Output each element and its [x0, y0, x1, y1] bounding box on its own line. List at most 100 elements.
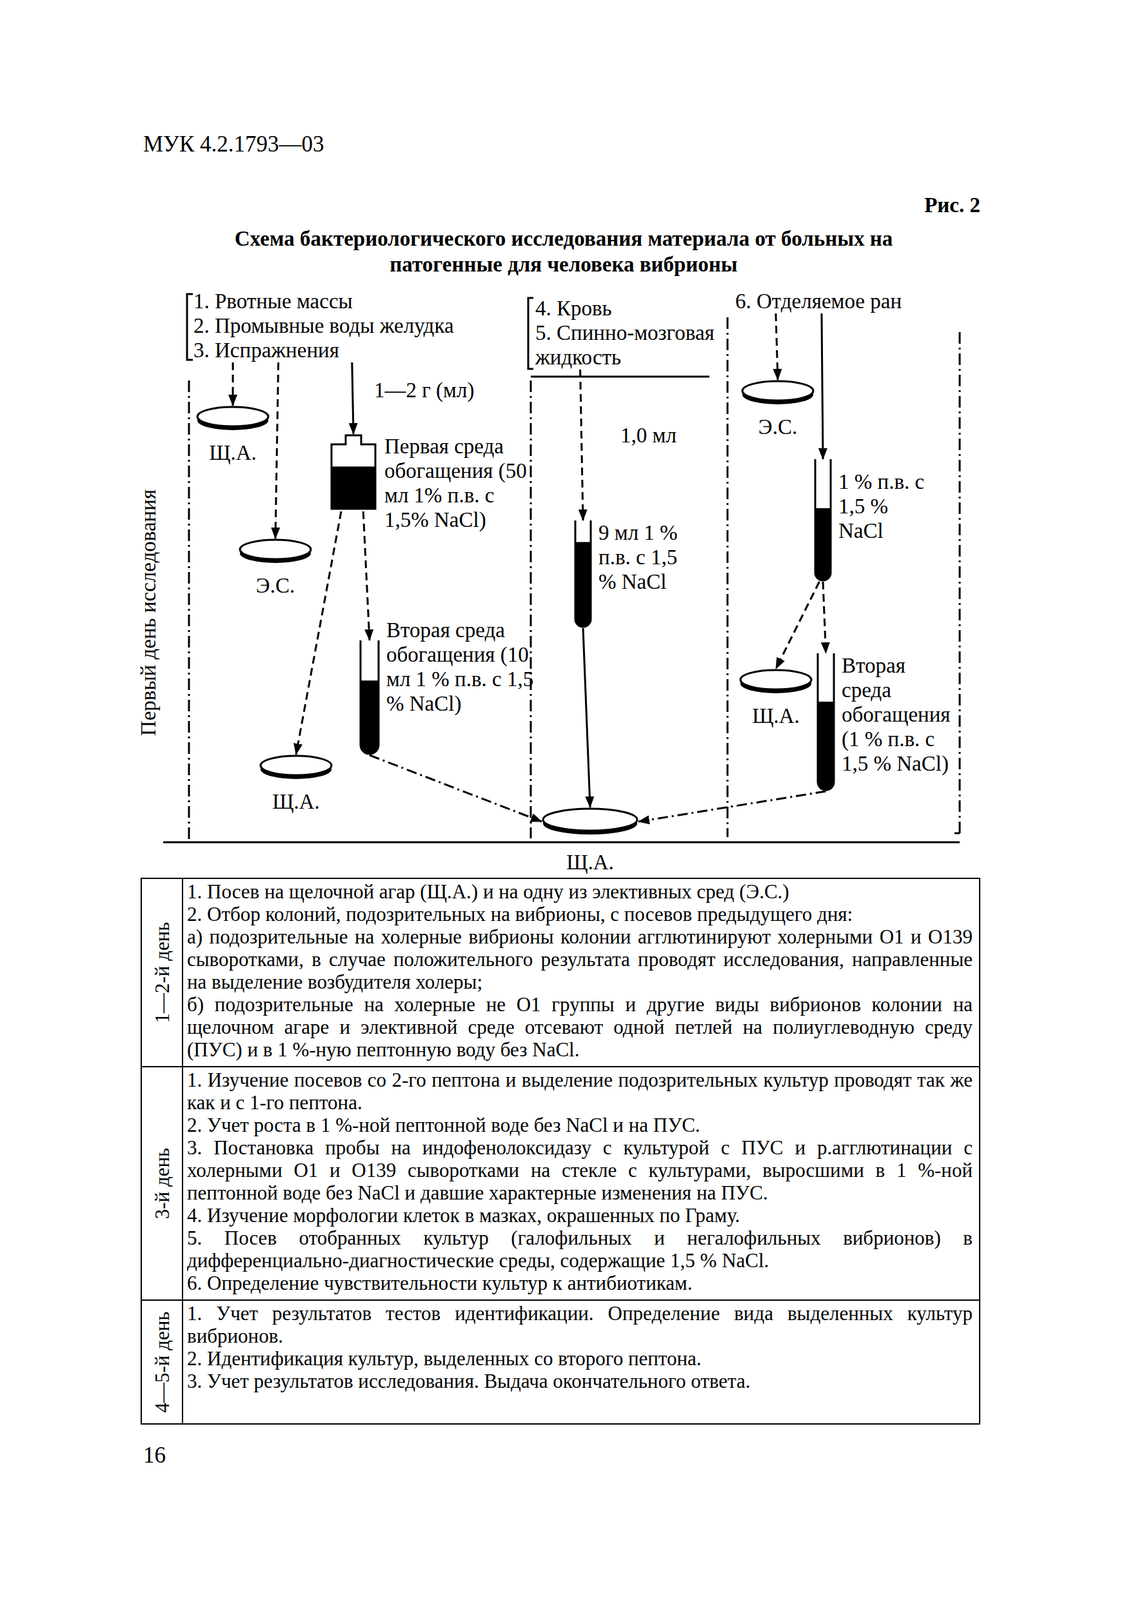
underline	[530, 376, 710, 378]
source-text: 3. Испражнения	[193, 337, 497, 363]
dish-lid	[260, 755, 332, 776]
step-text: 4. Изучение морфологии клеток в мазках, …	[187, 1204, 973, 1227]
specimen-source: 1. Рвотные массы2. Промывные воды желудк…	[193, 288, 497, 363]
tube-medium	[817, 701, 834, 791]
bracket	[954, 832, 960, 835]
separator-line	[959, 332, 961, 834]
vessel	[573, 520, 593, 629]
plate-label: Щ.А.	[752, 703, 800, 729]
bracket	[528, 297, 534, 369]
flow-arrow	[580, 369, 584, 521]
step-text: б) подозрительные на холерные не O1 груп…	[187, 993, 973, 1061]
flow-arrow	[275, 362, 279, 539]
step-text: 6. Определение чувствительности культур …	[187, 1271, 973, 1295]
flask-medium	[331, 466, 376, 509]
vessel	[359, 640, 380, 756]
document-code: МУК 4.2.1793—03	[143, 130, 325, 159]
flow-arrow	[775, 581, 820, 669]
day-label: 3-й день	[150, 1147, 174, 1219]
medium-text-box: Первая среда обогащения (50 мл 1% п.в. с…	[384, 434, 530, 533]
medium-text: 9 мл 1 % п.в. с 1,5 % NaCl	[598, 520, 689, 594]
source-text: 5. Спинно-мозговая жидкость	[535, 320, 723, 370]
tube-outline	[575, 520, 591, 627]
tube-medium	[575, 541, 591, 627]
petri-dish	[741, 379, 815, 406]
culture-plate: Щ.А.	[739, 668, 813, 729]
tube-medium: 9 мл 1 % п.в. с 1,5 % NaCl	[573, 520, 689, 629]
tube-medium: Вторая среда обогащения (1 % п.в. с 1,5 …	[816, 653, 952, 792]
separator-line	[188, 380, 191, 843]
vessel	[328, 434, 378, 512]
bracket	[187, 294, 193, 360]
day-label: 4—5-й день	[150, 1311, 174, 1414]
source-text: 6. Отделяемое ран	[735, 288, 955, 314]
vessel	[816, 653, 836, 792]
culture-plate: Э.С.	[238, 538, 313, 598]
dish-lid	[197, 406, 269, 427]
side-label: Первый день исследования	[136, 489, 161, 736]
step-text: 2. Идентификация культур, выделенных со …	[187, 1347, 973, 1370]
tube-medium	[360, 680, 379, 754]
tube-medium: Вторая среда обогащения (10 мл 1 % п.в. …	[359, 617, 538, 756]
flow-arrow	[822, 581, 827, 654]
petri-dish	[739, 668, 813, 695]
volume-label: 1,0 мл	[619, 423, 678, 448]
dish-lid	[740, 670, 812, 690]
day-cell: 1—2-й день	[141, 879, 184, 1067]
medium-text: 1 % п.в. с 1,5 % NaCl	[838, 469, 926, 544]
petri-dish	[541, 807, 639, 836]
medium-text-box: 9 мл 1 % п.в. с 1,5 % NaCl	[598, 520, 689, 594]
flow-arrow	[821, 313, 823, 460]
flow-arrow	[775, 313, 778, 380]
medium-text: Первая среда обогащения (50 мл 1% п.в. с…	[384, 434, 530, 533]
step-text: 1. Учет результатов тестов идентификации…	[187, 1302, 973, 1348]
specimen-source: 6. Отделяемое ран	[735, 288, 955, 314]
plate-label: Щ.А.	[272, 789, 320, 814]
culture-plate: Щ.А.	[196, 405, 270, 466]
culture-plate: Щ.А.	[541, 807, 639, 875]
plate-label: Щ.А.	[566, 850, 614, 875]
source-text: 4. Кровь	[535, 296, 723, 321]
medium-text-box: Вторая среда обогащения (1 % п.в. с 1,5 …	[841, 653, 952, 776]
flask-neck	[331, 435, 376, 509]
volume-label: 1—2 г (мл)	[372, 377, 476, 403]
table-row: 3-й день 1. Изучение посевов со 2-го пепт…	[141, 1066, 980, 1300]
test-tube	[573, 520, 593, 629]
enrichment-flask: Первая среда обогащения (50 мл 1% п.в. с…	[328, 434, 530, 533]
plate-label: Щ.А.	[208, 440, 257, 466]
separator-line	[530, 380, 533, 839]
medium-text-box: 1 % п.в. с 1,5 % NaCl	[838, 469, 926, 544]
table-row: 4—5-й день 1. Учет результатов тестов иде…	[141, 1299, 980, 1424]
dish-lid	[543, 808, 638, 831]
step-text: 1. Изучение посевов со 2-го пептона и вы…	[187, 1068, 973, 1114]
dish-lid	[239, 539, 311, 560]
baseline	[163, 841, 960, 844]
flow-arrow	[363, 511, 370, 641]
vessel	[813, 459, 832, 582]
flow-arrow	[369, 755, 542, 822]
petri-dish	[259, 754, 333, 781]
tube-medium: 1 % п.в. с 1,5 % NaCl	[813, 459, 926, 582]
medium-text: Вторая среда обогащения (10 мл 1 % п.в. …	[386, 617, 538, 716]
tube-outline	[817, 653, 834, 791]
step-cell: 1. Учет результатов тестов идентификации…	[183, 1300, 980, 1424]
step-cell: 1. Изучение посевов со 2-го пептона и вы…	[183, 1067, 980, 1300]
plate-label: Э.С.	[758, 414, 798, 440]
day-cell: 3-й день	[141, 1067, 184, 1300]
dish-lid	[742, 381, 814, 401]
table-row: 1—2-й день 1. Посев на щелочной агар (Щ.А…	[141, 879, 980, 1067]
culture-plate: Э.С.	[741, 379, 815, 440]
test-tube	[359, 640, 380, 756]
page-number: 16	[143, 1442, 166, 1470]
plate-label: Э.С.	[256, 573, 295, 598]
day-label: 1—2-й день	[150, 922, 174, 1024]
step-text: 2. Отбор колоний, подозрительных на вибр…	[187, 902, 973, 926]
source-text: 2. Промывные воды желудка	[193, 313, 497, 338]
step-text: а) подозрительные на холерные вибрионы к…	[187, 925, 973, 994]
schedule-table: 1—2-й день 1. Посев на щелочной агар (Щ.А…	[140, 877, 981, 1425]
medium-text: Вторая среда обогащения (1 % п.в. с 1,5 …	[841, 653, 952, 776]
tube-medium	[815, 508, 831, 581]
step-text: 3. Учет результатов исследования. Выдача…	[187, 1369, 973, 1393]
medium-text-box: Вторая среда обогащения (10 мл 1 % п.в. …	[386, 617, 538, 716]
step-cell: 1. Посев на щелочной агар (Щ.А.) и на од…	[183, 879, 980, 1067]
